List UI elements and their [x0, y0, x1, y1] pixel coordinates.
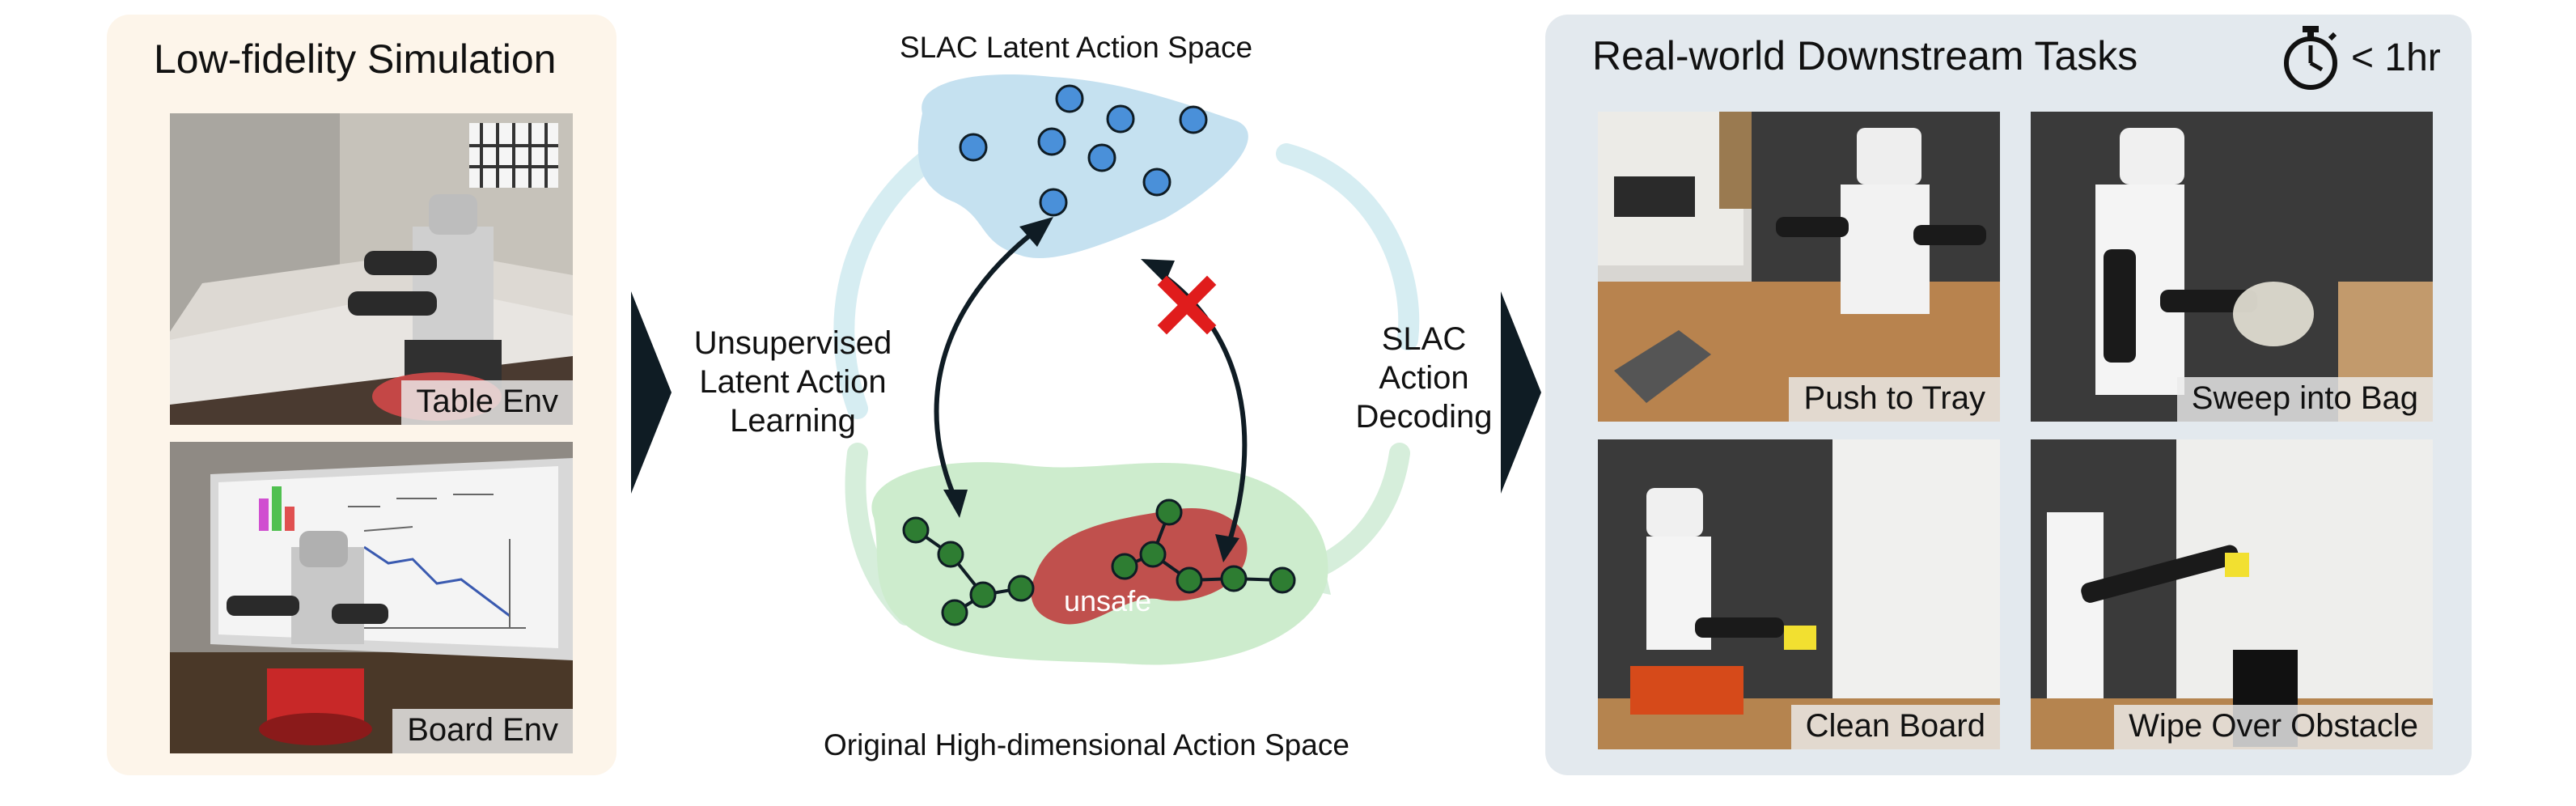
latent-space-label: SLAC Latent Action Space: [900, 31, 1253, 64]
mapping-arrowhead-up: [1019, 217, 1053, 247]
unsafe-region: [1031, 508, 1248, 625]
original-nodes-left: [902, 516, 1035, 626]
simulation-title: Low-fidelity Simulation: [154, 36, 557, 82]
action-space-diagram: [833, 74, 1420, 665]
action-decoding-line: Action: [1379, 360, 1469, 396]
original-node: [1176, 566, 1203, 594]
clean-board-caption: Clean Board: [1790, 705, 2000, 749]
cross-icon: [1157, 275, 1217, 335]
mapping-arrow: [934, 228, 1037, 503]
sweep-into-bag-caption: Sweep into Bag: [2176, 377, 2433, 422]
wipe-over-obstacle-image: Wipe Over Obstacle: [2031, 439, 2433, 749]
original-space-label: Original High-dimensional Action Space: [824, 728, 1349, 761]
latent-node: [1142, 168, 1171, 197]
latent-learning-line: Latent Action: [699, 364, 887, 400]
original-node: [1220, 565, 1248, 592]
blocked-arrowhead-down: [1215, 534, 1239, 562]
latent-node: [1037, 127, 1066, 156]
latent-node: [1055, 84, 1084, 113]
latent-node: [1106, 104, 1135, 134]
original-node: [902, 516, 930, 544]
flow-arrow-up-left: [833, 135, 957, 419]
latent-node: [1039, 188, 1068, 217]
push-to-tray-caption: Push to Tray: [1789, 377, 2000, 422]
latent-node: [1087, 143, 1116, 172]
latent-node: [1179, 105, 1208, 134]
board-env-caption: Board Env: [392, 709, 573, 753]
unsafe-label: unsafe: [1064, 584, 1152, 617]
original-node: [937, 541, 964, 568]
chevron-right-icon: [631, 291, 672, 494]
realworld-title: Real-world Downstream Tasks: [1592, 33, 2138, 78]
original-node: [1269, 566, 1296, 594]
board-env-image: Board Env: [170, 442, 573, 753]
flow-arrow-top-right: [1276, 143, 1420, 350]
original-node: [1111, 553, 1138, 580]
action-decoding-label: SLAC Action Decoding: [1327, 320, 1521, 436]
original-node: [941, 599, 968, 626]
latent-learning-line: Learning: [730, 403, 856, 439]
mapping-arrowhead-down: [943, 490, 968, 518]
action-decoding-line: SLAC: [1381, 321, 1467, 357]
chevron-right-icon: [1501, 291, 1541, 494]
latent-space-blob: [917, 74, 1248, 258]
push-to-tray-image: Push to Tray: [1598, 112, 2000, 422]
original-node: [969, 581, 997, 609]
latent-learning-line: Unsupervised: [693, 325, 892, 361]
action-decoding-line: Decoding: [1355, 399, 1493, 435]
time-label: < 1hr: [2351, 36, 2441, 79]
clean-board-image: Clean Board: [1598, 439, 2000, 749]
table-env-image: Table Env: [170, 113, 573, 425]
original-node: [1007, 575, 1035, 602]
wipe-over-obstacle-caption: Wipe Over Obstacle: [2114, 705, 2433, 749]
original-node: [1139, 541, 1167, 568]
original-node: [1155, 498, 1183, 526]
original-nodes-right: [1111, 498, 1296, 594]
sweep-into-bag-image: Sweep into Bag: [2031, 112, 2433, 422]
stopwatch-icon: [2284, 26, 2337, 90]
table-env-caption: Table Env: [401, 380, 573, 425]
latent-node: [959, 133, 988, 162]
latent-nodes: [959, 84, 1208, 217]
latent-learning-label: Unsupervised Latent Action Learning: [672, 324, 914, 440]
